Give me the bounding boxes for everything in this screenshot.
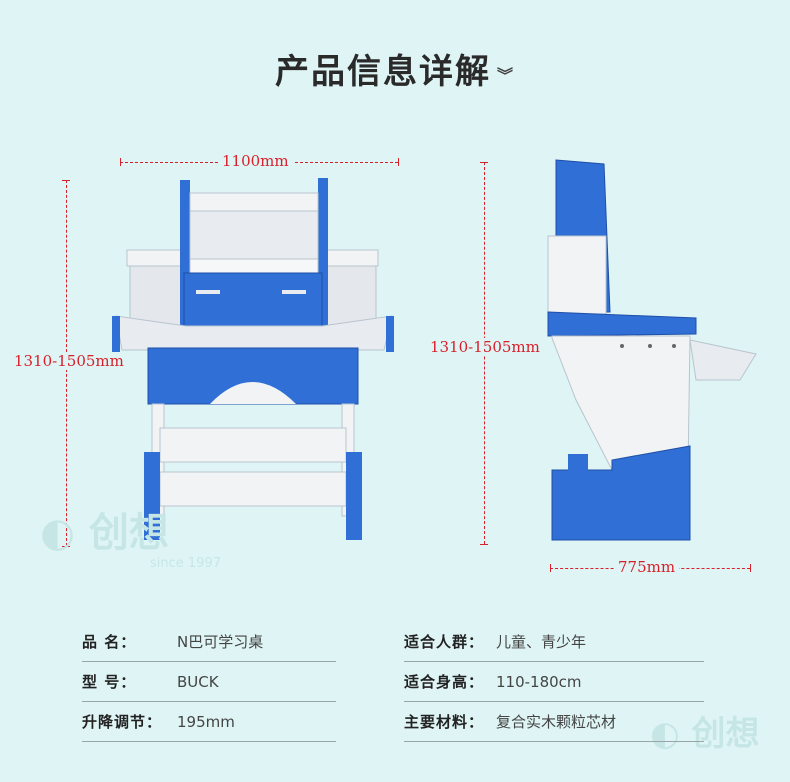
front-height-tick-bottom (62, 546, 70, 547)
spec-row: 型 号： BUCK 适合身高： 110-180cm (82, 662, 704, 702)
spec-divider (404, 701, 704, 702)
page-title: 产品信息详解︾ (0, 44, 790, 93)
front-height-tick-top (62, 180, 70, 181)
spec-value: 儿童、青少年 (496, 633, 587, 651)
spec-value: 195mm (177, 713, 235, 731)
side-height-tick-bottom (480, 544, 488, 545)
spec-table: 品 名： N巴可学习桌 适合人群： 儿童、青少年 型 号： BUCK 适合身高：… (82, 622, 704, 742)
brand-logo-icon: ◐ (40, 510, 75, 556)
front-width-tick-left (120, 158, 121, 166)
spec-label: 品 名： (82, 633, 137, 651)
spec-divider (404, 661, 704, 662)
double-chevron-down-icon: ︾ (496, 65, 515, 85)
spec-label: 适合人群： (404, 633, 485, 651)
spec-row: 升降调节： 195mm 主要材料： 复合实木颗粒芯材 (82, 702, 704, 742)
spec-value: 复合实木颗粒芯材 (496, 713, 617, 731)
spec-label: 型 号： (82, 673, 137, 691)
brand-watermark-left: ◐ 创想 (40, 500, 169, 558)
side-depth-tick-right (750, 564, 751, 572)
spec-divider (82, 741, 336, 742)
brand-name: 创想 (691, 714, 760, 754)
side-height-label: 1310-1505mm (430, 338, 540, 356)
brand-logo-icon: ◐ (650, 714, 680, 754)
spec-divider (82, 661, 336, 662)
spec-label: 主要材料： (404, 713, 485, 731)
page-title-text: 产品信息详解 (274, 52, 491, 92)
front-height-label: 1310-1505mm (14, 352, 124, 370)
spec-divider (404, 741, 704, 742)
spec-value: N巴可学习桌 (177, 633, 264, 651)
brand-name: 创想 (88, 510, 169, 556)
spec-value: 110-180cm (496, 673, 582, 691)
brand-since-left: since 1997 (150, 556, 221, 571)
spec-divider (82, 701, 336, 702)
side-depth-label: 775mm (614, 558, 680, 576)
front-width-label: 1100mm (218, 152, 293, 170)
spec-value: BUCK (177, 673, 219, 691)
side-height-tick-top (480, 162, 488, 163)
spec-label: 适合身高： (404, 673, 485, 691)
front-width-tick-right (398, 158, 399, 166)
side-depth-tick-left (550, 564, 551, 572)
brand-watermark-right: ◐ 创想 (650, 706, 760, 755)
spec-row: 品 名： N巴可学习桌 适合人群： 儿童、青少年 (82, 622, 704, 662)
spec-label: 升降调节： (82, 713, 163, 731)
